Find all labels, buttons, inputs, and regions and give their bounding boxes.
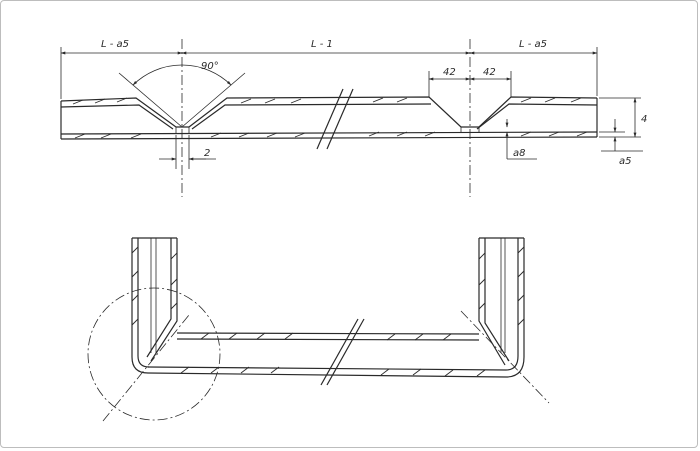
hatching-channel: [131, 246, 525, 377]
dim-gap-label: 2: [204, 148, 210, 159]
detail-circle: [87, 287, 221, 421]
hatching-bottom: [74, 131, 588, 139]
dim-depth-label: a8: [513, 148, 526, 159]
dim-center-label: L - 1: [311, 39, 333, 50]
strip-top-view: [60, 39, 643, 197]
dim-height-label: 4: [641, 114, 647, 125]
dim-notch-left-label: 42: [443, 67, 456, 78]
dim-thickness-label: a5: [619, 156, 632, 167]
dim-left-label: L - a5: [101, 39, 129, 50]
channel-bent-view: [87, 237, 550, 422]
dim-right-label: L - a5: [519, 39, 547, 50]
dim-notch-right-label: 42: [483, 67, 496, 78]
hatching-top: [72, 97, 582, 105]
dim-angle-label: 90°: [201, 61, 219, 72]
